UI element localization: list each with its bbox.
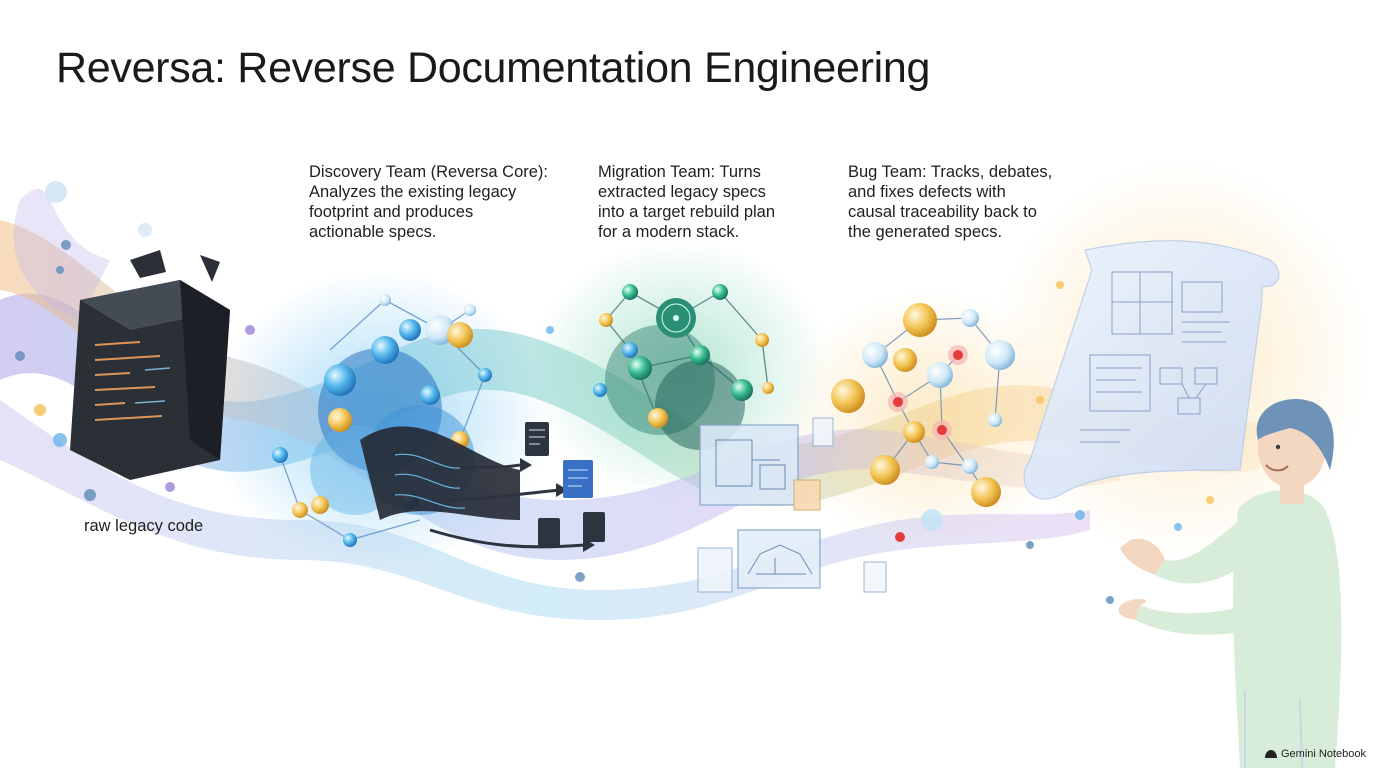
branding-label: Gemini Notebook — [1281, 748, 1366, 760]
bug-team-caption: Bug Team: Tracks, debates, and fixes def… — [848, 163, 1053, 241]
legacy-code-block — [70, 250, 230, 480]
bug-markers — [888, 345, 968, 542]
migration-team-caption: Migration Team: Turns extracted legacy s… — [598, 163, 776, 241]
person-figure — [1118, 399, 1342, 768]
spec-cards — [525, 422, 605, 548]
spec-scroll — [1023, 240, 1280, 500]
page-title: Reversa: Reverse Documentation Engineeri… — [56, 44, 931, 92]
gemini-notebook-icon — [1265, 750, 1277, 758]
branding: Gemini Notebook — [1265, 748, 1366, 760]
spec-stream — [360, 426, 595, 552]
flow-ribbon-4 — [13, 188, 110, 320]
legacy-code-label: raw legacy code — [84, 517, 204, 535]
particles — [15, 181, 1214, 604]
bug-network — [831, 303, 1015, 542]
migration-network — [593, 284, 774, 450]
blueprint-panels — [697, 417, 887, 593]
discovery-team-caption: Discovery Team (Reversa Core): Analyzes … — [309, 163, 549, 241]
